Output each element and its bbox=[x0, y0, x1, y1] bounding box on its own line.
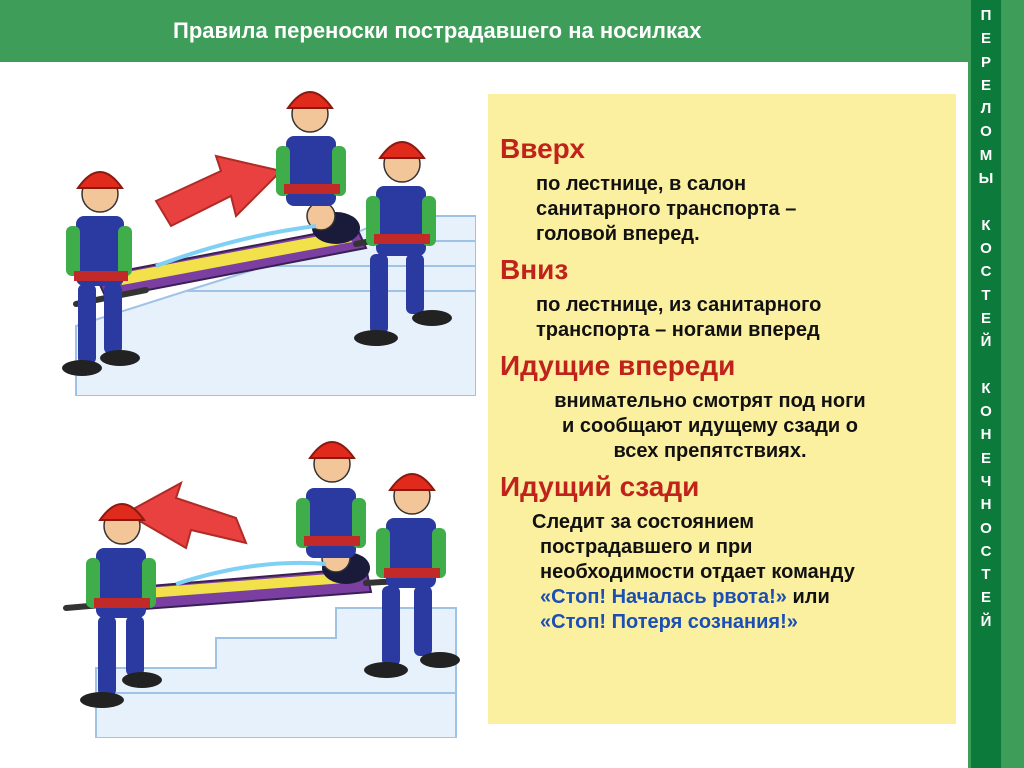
side-letter: Е bbox=[980, 309, 991, 327]
side-letter: Н bbox=[980, 496, 992, 514]
text-line: «Стоп! Началась рвота!» или bbox=[540, 585, 950, 610]
side-letter: Ы bbox=[978, 170, 994, 188]
section-text-rear: Следит за состоянием пострадавшего и при… bbox=[500, 510, 950, 635]
quote-join: или bbox=[786, 586, 830, 608]
side-letter: К bbox=[981, 216, 991, 234]
section-heading-rear: Идущий сзади bbox=[500, 471, 700, 502]
side-letter: Е bbox=[980, 76, 991, 94]
side-letter: Р bbox=[980, 53, 991, 71]
text-line: и сообщают идущему сзади о bbox=[562, 415, 858, 437]
text-line: пострадавшего и при bbox=[540, 536, 753, 558]
text-line: всех препятствиях. bbox=[613, 440, 807, 462]
page-title: Правила переноски пострадавшего на носил… bbox=[173, 18, 702, 43]
side-letter: О bbox=[980, 239, 992, 257]
arrow-up-right-icon bbox=[154, 154, 283, 228]
side-letter: П bbox=[980, 7, 992, 24]
side-letter: Е bbox=[980, 449, 991, 467]
side-letter: Л bbox=[980, 100, 992, 118]
side-vertical-caption: П Е Р Е Л О М Ы К О С Т Е Й К О Н Е Ч Н … bbox=[971, 4, 1001, 633]
quote-stop-vomit: «Стоп! Началась рвота!» bbox=[540, 586, 787, 608]
side-letter: О bbox=[980, 403, 992, 421]
side-letter: Й bbox=[980, 333, 992, 351]
illustration-carry-up bbox=[62, 91, 476, 396]
side-letter: С bbox=[980, 542, 992, 560]
side-letter: О bbox=[980, 123, 992, 141]
text-line: по лестнице, из санитарного bbox=[536, 294, 822, 316]
text-line: необходимости отдает команду bbox=[540, 561, 855, 583]
arrow-left-icon bbox=[123, 480, 248, 550]
patient-figure bbox=[155, 201, 360, 268]
side-letter bbox=[971, 353, 1001, 376]
side-letter: К bbox=[981, 379, 991, 397]
rules-panel: Вверх по лестнице, в салон санитарного т… bbox=[488, 94, 956, 724]
text-line: санитарного транспорта – bbox=[536, 198, 797, 220]
text-line: Следит за состоянием bbox=[532, 511, 755, 533]
section-heading-up: Вверх bbox=[500, 133, 585, 164]
text-line: внимательно смотрят под ноги bbox=[554, 390, 866, 412]
side-letter: Т bbox=[981, 566, 991, 584]
side-letter: Н bbox=[980, 426, 992, 444]
section-heading-down: Вниз bbox=[500, 254, 569, 285]
illustration-carry-down bbox=[63, 441, 460, 738]
section-heading-front: Идущие впереди bbox=[500, 350, 736, 381]
side-letter: С bbox=[980, 263, 992, 281]
side-letter: Е bbox=[980, 589, 991, 607]
worker-figure bbox=[276, 91, 346, 206]
side-letter: Т bbox=[981, 286, 991, 304]
worker-figure bbox=[354, 141, 452, 346]
section-text-down: по лестнице, из санитарного транспорта –… bbox=[500, 293, 950, 343]
side-strip bbox=[971, 0, 1001, 768]
side-letter bbox=[971, 190, 1001, 213]
section-text-up: по лестнице, в салон санитарного транспо… bbox=[500, 172, 950, 247]
side-letter: О bbox=[980, 519, 992, 537]
quote-stop-unconscious: «Стоп! Потеря сознания!» bbox=[540, 611, 798, 633]
text-line: по лестнице, в салон bbox=[536, 173, 747, 195]
rules-content: Вверх по лестнице, в салон санитарного т… bbox=[500, 132, 950, 639]
side-letter: Й bbox=[980, 612, 992, 630]
page-header: Правила переноски пострадавшего на носил… bbox=[0, 0, 968, 62]
side-letter: Ч bbox=[980, 472, 992, 490]
text-line: «Стоп! Потеря сознания!» bbox=[540, 610, 950, 635]
worker-figure bbox=[62, 171, 140, 376]
worker-figure bbox=[296, 441, 366, 558]
text-line: транспорта – ногами вперед bbox=[536, 319, 820, 341]
text-line: головой вперед. bbox=[536, 223, 700, 245]
side-letter: Е bbox=[980, 30, 991, 48]
worker-figure bbox=[364, 473, 460, 678]
worker-figure bbox=[80, 503, 162, 708]
side-letter: М bbox=[979, 146, 993, 164]
section-text-front: внимательно смотрят под ноги и сообщают … bbox=[500, 389, 950, 464]
